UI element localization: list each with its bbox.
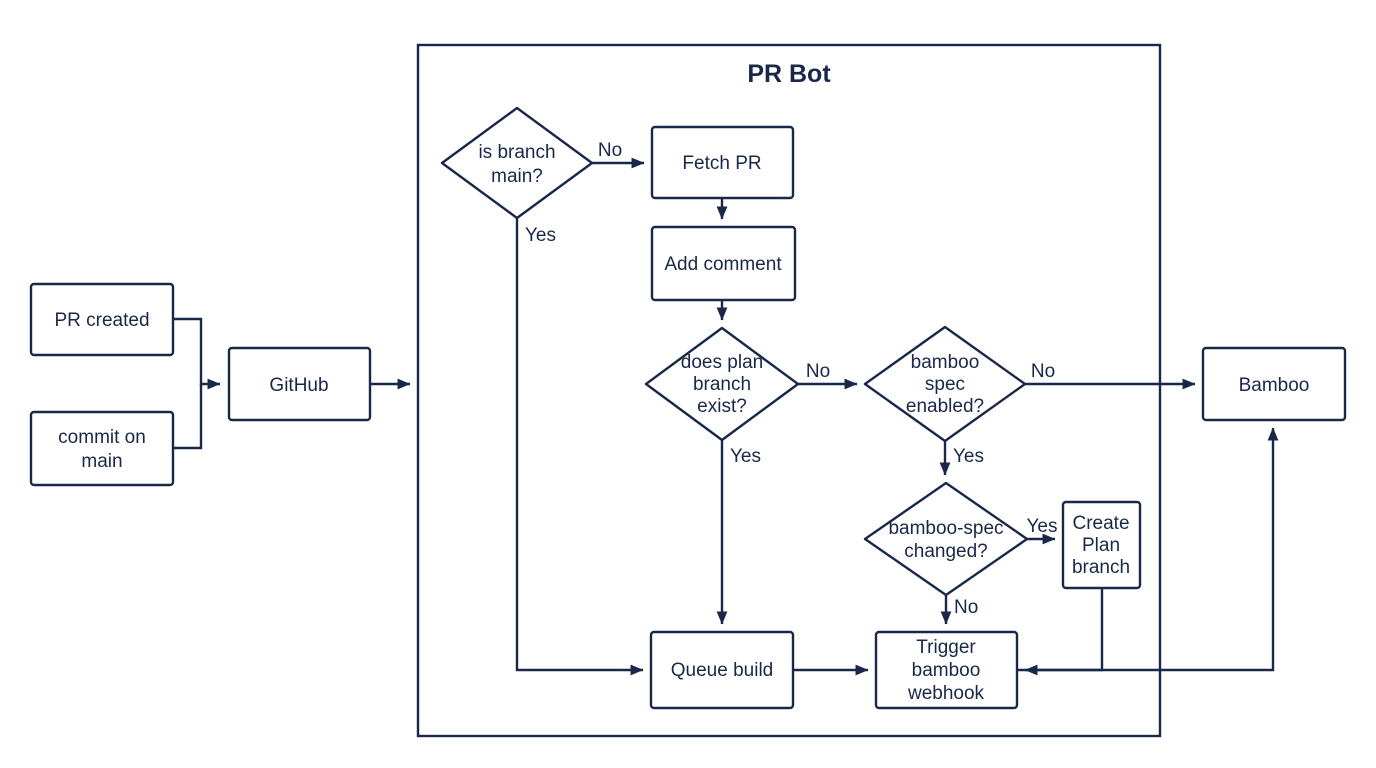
edge-labels: No Yes No Yes No Yes Yes No — [525, 140, 1058, 618]
node-create-plan-branch-box — [1061, 500, 1142, 590]
node-bamboo: Bamboo — [1201, 346, 1347, 422]
edge-label-is-branch-main-no: No — [598, 140, 622, 161]
pr-bot-container-border — [416, 43, 1162, 738]
node-fetch-pr-box — [650, 125, 795, 200]
edge-trigger-to-bamboo — [1017, 427, 1279, 672]
node-is-branch-main-shape — [440, 106, 594, 220]
node-commit-on-main-box — [29, 410, 175, 487]
node-bamboo-spec-changed-shape — [863, 481, 1029, 597]
node-add-comment-box — [650, 225, 797, 302]
node-pr-created-box — [29, 282, 175, 357]
edges — [173, 157, 1279, 676]
edge-pr-created-to-github — [173, 317, 221, 390]
node-trigger-bamboo-webhook-box — [874, 630, 1019, 710]
edge-label-bamboo-spec-changed-no: No — [954, 597, 978, 618]
edge-label-does-plan-branch-exist-no: No — [806, 361, 830, 382]
node-fetch-pr-label: Fetch PR — [682, 153, 761, 174]
node-pr-created-label: PR created — [54, 310, 149, 331]
node-pr-created: PR created — [29, 282, 175, 357]
node-github: GitHub — [227, 346, 372, 422]
pr-bot-container: PR Bot — [416, 43, 1162, 738]
edge-label-bamboo-spec-enabled-yes: Yes — [953, 446, 984, 467]
node-add-comment-label: Add comment — [664, 254, 782, 275]
node-queue-build-label: Queue build — [671, 660, 773, 681]
node-add-comment: Add comment — [650, 225, 797, 302]
node-bamboo-label: Bamboo — [1239, 375, 1310, 396]
pr-bot-container-title: PR Bot — [747, 60, 831, 88]
node-bamboo-box — [1201, 346, 1347, 422]
edge-label-bamboo-spec-changed-yes: Yes — [1027, 516, 1058, 537]
node-queue-build: Queue build — [649, 630, 795, 710]
node-github-box — [227, 346, 372, 422]
edge-label-bamboo-spec-enabled-no: No — [1031, 361, 1055, 382]
edge-create-plan-branch-to-trigger — [1024, 588, 1104, 676]
node-fetch-pr: Fetch PR — [650, 125, 795, 200]
node-github-label: GitHub — [269, 375, 328, 396]
edge-is-branch-main-yes — [515, 218, 644, 676]
edge-label-is-branch-main-yes: Yes — [525, 225, 556, 246]
node-queue-build-box — [649, 630, 795, 710]
node-bamboo-spec-enabled-shape — [863, 325, 1027, 443]
node-does-plan-branch-exist-shape — [644, 326, 800, 442]
edge-label-does-plan-branch-exist-yes: Yes — [730, 446, 761, 467]
edge-commit-on-main-to-github — [173, 384, 203, 450]
